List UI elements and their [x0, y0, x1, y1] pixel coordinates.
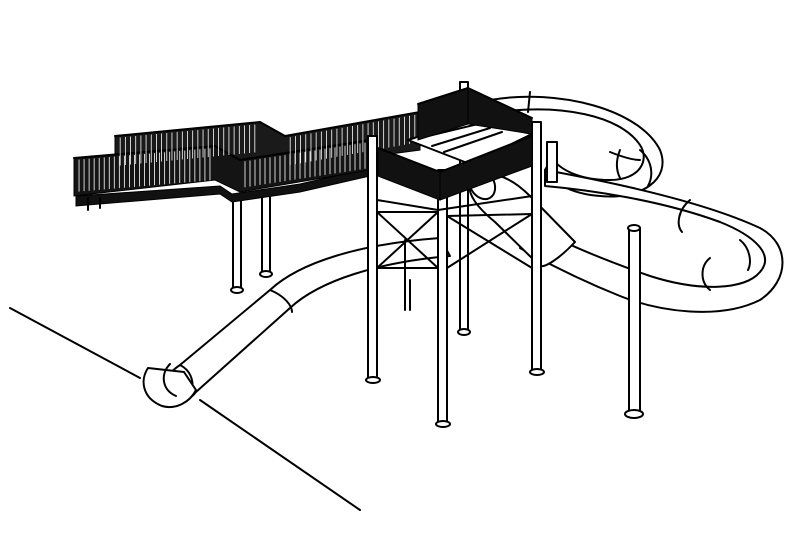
top-platform	[377, 87, 533, 201]
pool-edge-line	[9, 307, 361, 511]
right-support-column	[546, 141, 644, 419]
left-support-posts	[230, 189, 273, 294]
open-flume-slide	[142, 237, 451, 408]
walkway-deck	[73, 111, 421, 211]
tower-frame	[365, 81, 545, 428]
